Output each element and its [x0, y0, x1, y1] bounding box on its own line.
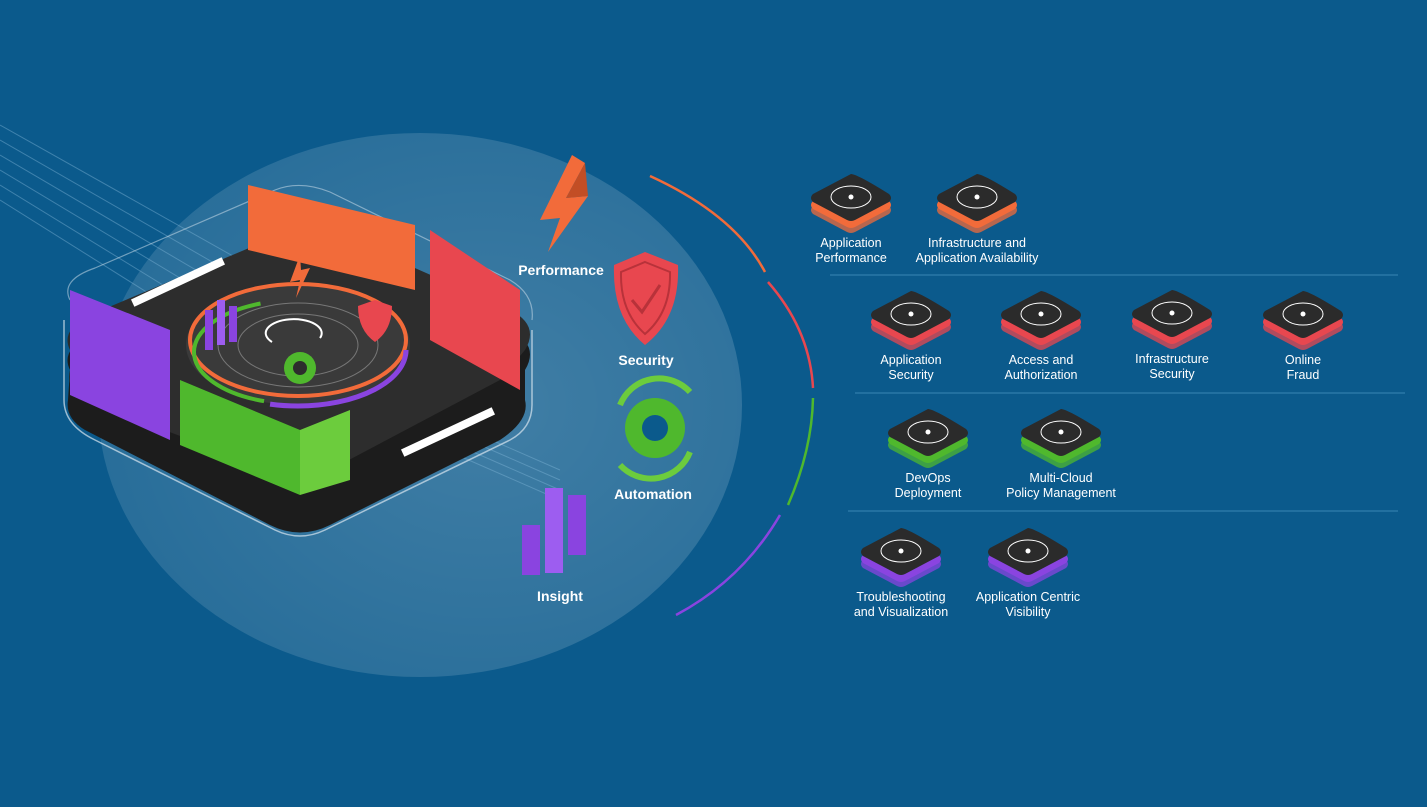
gear-cycle-icon [617, 375, 693, 482]
firewall-icon [1132, 290, 1212, 349]
shield-cycle-icon [871, 291, 951, 350]
magnifier-chart-icon [861, 528, 941, 587]
group-dividers [830, 274, 1405, 512]
bar-chart-icon [522, 488, 586, 575]
capability-tiles [811, 174, 1343, 587]
tile-label-infrastructure-availability: Infrastructure and Application Availabil… [915, 236, 1039, 265]
tile-label-app-centric-visibility: Application Centric Visibility [975, 590, 1081, 619]
pillar-label-automation: Automation [614, 486, 692, 502]
cloud-cycle-icon [888, 409, 968, 468]
gauge-icon [811, 174, 891, 233]
lightning-icon [540, 155, 588, 252]
login-form-icon [1263, 291, 1343, 350]
tile-label-troubleshooting: Troubleshooting and Visualization [853, 590, 949, 619]
isometric-platform [63, 184, 533, 537]
shield-check-icon [613, 252, 679, 345]
tile-label-access-authorization: Access and Authorization [1004, 353, 1078, 382]
tile-label-multi-cloud-policy: Multi-Cloud Policy Management [1006, 471, 1116, 500]
pillar-label-performance: Performance [518, 262, 604, 278]
cloud-gear-icon [1021, 409, 1101, 468]
pillar-label-security: Security [618, 352, 674, 368]
connector-arc [649, 174, 815, 617]
tile-label-application-security: Application Security [880, 353, 942, 382]
app-check-icon [937, 174, 1017, 233]
pillar-label-insight: Insight [537, 588, 583, 604]
dashboard-icon [988, 528, 1068, 587]
tile-label-application-performance: Application Performance [815, 236, 887, 265]
users-icon [1001, 291, 1081, 350]
tile-label-infrastructure-security: Infrastructure Security [1135, 352, 1209, 381]
tile-label-devops-deployment: DevOps Deployment [894, 471, 962, 500]
tile-label-online-fraud: Online Fraud [1284, 353, 1322, 382]
